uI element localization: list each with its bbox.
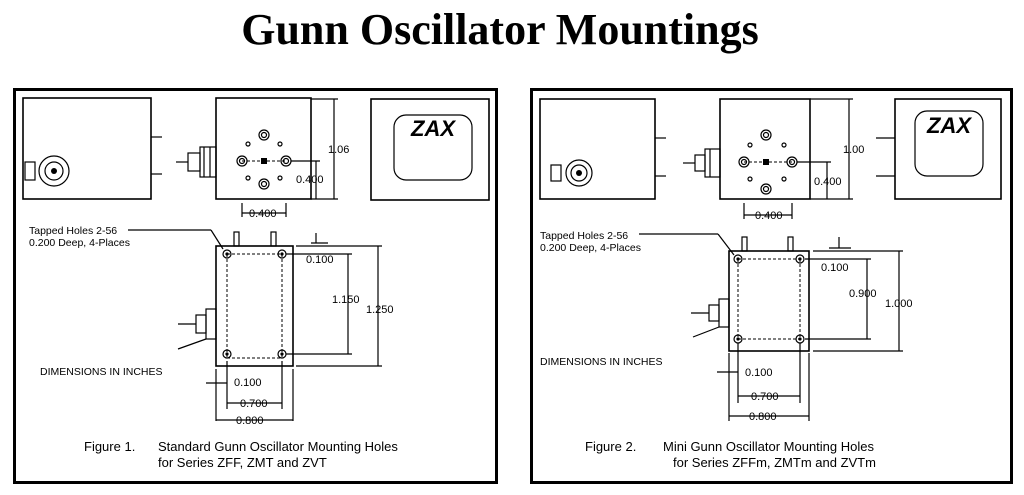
dim-top-label: 0.100 bbox=[306, 254, 334, 266]
figure-caption-line1: Mini Gunn Oscillator Mounting Holes bbox=[663, 439, 874, 454]
figure-caption-line2: for Series ZFF, ZMT and ZVT bbox=[158, 455, 327, 470]
dim-hole-x-label: 0.400 bbox=[755, 210, 783, 222]
dim-edge-label: 0.100 bbox=[234, 377, 262, 389]
dimensions-note: DIMENSIONS IN INCHES bbox=[540, 356, 663, 368]
dim-total-v-label: 1.250 bbox=[366, 304, 394, 316]
dim-total-h-label: 0.800 bbox=[749, 411, 777, 423]
top-view bbox=[691, 236, 810, 352]
figure-caption-label: Figure 1. bbox=[84, 439, 135, 454]
figure-1-drawing: 1.06 0.400 0.400 ZAX Tapped Holes 2-56 0… bbox=[22, 97, 490, 470]
tapped-holes-spec: 0.200 Deep, 4-Places bbox=[29, 237, 130, 249]
dim-total-h-label: 0.800 bbox=[236, 415, 264, 427]
coax-connector-icon bbox=[177, 308, 217, 350]
dim-total-v-label: 1.000 bbox=[885, 298, 913, 310]
front-view bbox=[176, 97, 312, 200]
dim-height-label: 1.06 bbox=[328, 144, 349, 156]
dim-holes-v-label: 0.900 bbox=[849, 288, 877, 300]
dimensions-note: DIMENSIONS IN INCHES bbox=[40, 366, 163, 378]
label-view: ZAX bbox=[876, 98, 1002, 200]
figure-2-drawing: 1.00 0.400 0.400 ZAX Tapped Holes 2-56 0 bbox=[539, 98, 1002, 470]
dim-holes-h-label: 0.700 bbox=[751, 391, 779, 403]
zax-logo: ZAX bbox=[926, 113, 972, 138]
dim-hole-x-label: 0.400 bbox=[249, 208, 277, 220]
tapped-holes-spec: 0.200 Deep, 4-Places bbox=[540, 242, 641, 254]
figure-1-panel: 1.06 0.400 0.400 ZAX Tapped Holes 2-56 0… bbox=[13, 88, 498, 484]
figure-2-panel: 1.00 0.400 0.400 ZAX Tapped Holes 2-56 0 bbox=[530, 88, 1013, 484]
sma-connector-icon bbox=[550, 159, 593, 187]
dim-height-label: 1.00 bbox=[843, 144, 864, 156]
coax-connector-icon bbox=[176, 146, 217, 178]
sma-connector-icon bbox=[24, 155, 70, 187]
dim-holes-h-label: 0.700 bbox=[240, 398, 268, 410]
coax-connector-icon bbox=[691, 298, 730, 338]
tapped-holes-label: Tapped Holes 2-56 bbox=[29, 225, 117, 237]
top-view bbox=[177, 231, 294, 367]
side-view bbox=[22, 97, 162, 200]
side-view bbox=[539, 98, 666, 200]
dim-center-label: 0.400 bbox=[296, 174, 324, 186]
zax-logo: ZAX bbox=[410, 116, 456, 141]
label-view: ZAX bbox=[370, 98, 490, 201]
front-view bbox=[683, 98, 811, 200]
figure-caption-line1: Standard Gunn Oscillator Mounting Holes bbox=[158, 439, 398, 454]
figure-caption-line2: for Series ZFFm, ZMTm and ZVTm bbox=[673, 455, 876, 470]
dim-top-label: 0.100 bbox=[821, 262, 849, 274]
tapped-holes-label: Tapped Holes 2-56 bbox=[540, 230, 628, 242]
page-title: Gunn Oscillator Mountings bbox=[241, 5, 759, 54]
figure-caption-label: Figure 2. bbox=[585, 439, 636, 454]
dim-center-label: 0.400 bbox=[814, 176, 842, 188]
dim-holes-v-label: 1.150 bbox=[332, 294, 360, 306]
coax-connector-icon bbox=[683, 148, 721, 178]
dim-edge-label: 0.100 bbox=[745, 367, 773, 379]
